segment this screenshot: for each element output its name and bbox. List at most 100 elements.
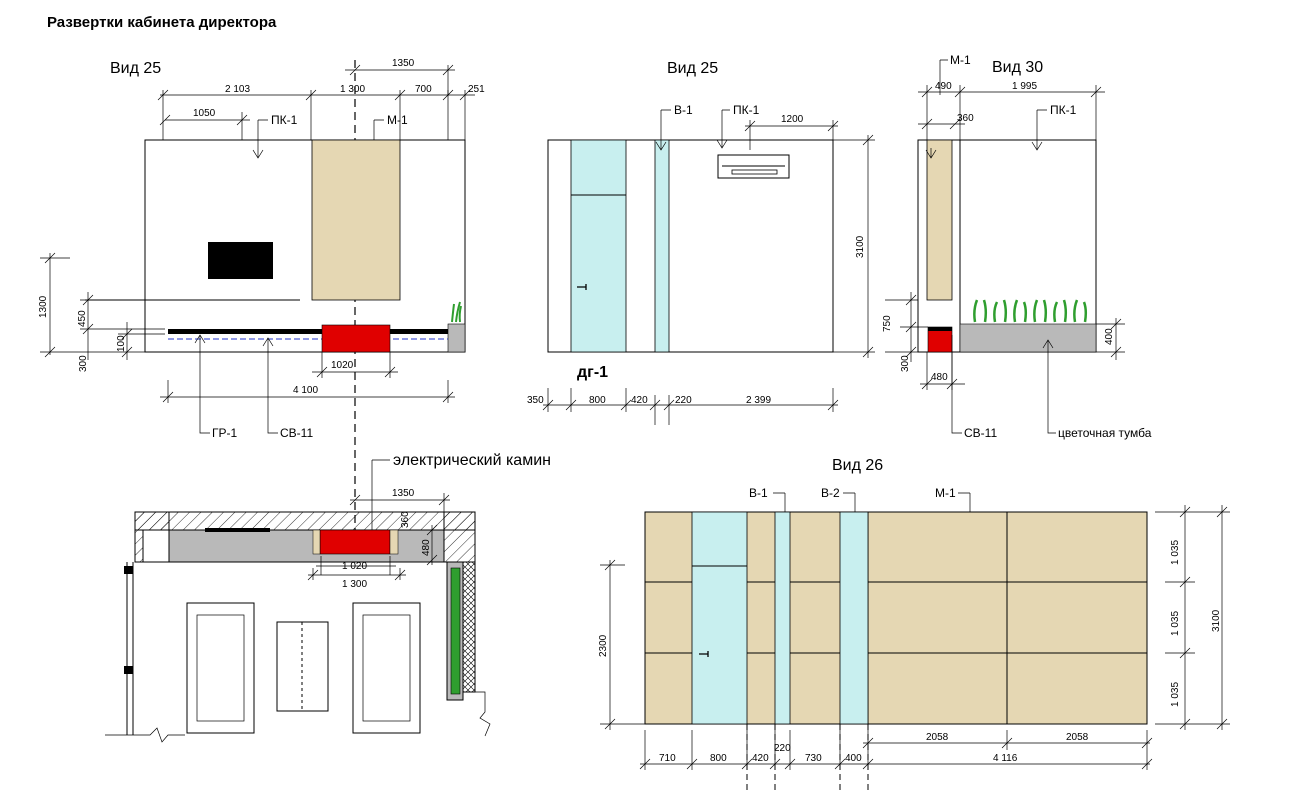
callout-sv11: СВ-11 bbox=[951, 335, 997, 440]
view-25-middle-label: Вид 25 bbox=[667, 60, 718, 77]
bottom-dimension: 480 bbox=[920, 352, 965, 390]
mirror-panel-m1 bbox=[311, 139, 401, 301]
svg-text:1 035: 1 035 bbox=[1170, 540, 1181, 565]
svg-text:СВ-11: СВ-11 bbox=[964, 426, 997, 440]
glass-insert-v1 bbox=[774, 511, 791, 725]
plant-icon bbox=[451, 301, 462, 323]
ac-vent bbox=[717, 154, 790, 179]
glass-insert-v2 bbox=[839, 511, 869, 725]
armchair-right bbox=[352, 602, 421, 734]
top-dimension-chain: 490 1 995 360 bbox=[918, 81, 1105, 140]
callout-planter: цветочная тумба bbox=[1042, 339, 1152, 440]
svg-text:2300: 2300 bbox=[598, 634, 609, 657]
svg-text:450: 450 bbox=[77, 310, 88, 327]
glass-insert-v1 bbox=[654, 139, 670, 353]
svg-text:В-1: В-1 bbox=[674, 103, 693, 117]
door-dg1 bbox=[570, 139, 627, 353]
floor-plan: электрический камин 1350 360 480 1 02 bbox=[105, 452, 551, 743]
svg-text:350: 350 bbox=[527, 395, 544, 406]
svg-text:электрический камин: электрический камин bbox=[393, 452, 551, 469]
door-glass bbox=[691, 511, 748, 725]
left-dimension: 2300 bbox=[598, 559, 645, 730]
svg-text:300: 300 bbox=[78, 355, 89, 372]
armchair-left bbox=[186, 602, 255, 734]
right-wall-cross bbox=[462, 561, 476, 693]
console-shelf bbox=[168, 329, 448, 334]
view-25-left: Вид 25 2 103 1 300 700 251 1350 1050 bbox=[38, 58, 485, 440]
svg-text:1020: 1020 bbox=[331, 360, 354, 371]
svg-text:ПК-1: ПК-1 bbox=[1050, 103, 1077, 117]
svg-text:ГР-1: ГР-1 bbox=[212, 426, 237, 440]
bottom-dimension-chain: 710 800 420 220 730 400 2058 2058 4 116 bbox=[639, 724, 1153, 790]
svg-text:420: 420 bbox=[631, 395, 648, 406]
plan-bottom-dimensions: 1 020 1 300 bbox=[307, 556, 406, 590]
svg-text:1350: 1350 bbox=[392, 488, 415, 499]
svg-text:710: 710 bbox=[659, 753, 676, 764]
mirror-panel-m1 bbox=[926, 139, 953, 301]
svg-text:1 035: 1 035 bbox=[1170, 611, 1181, 636]
dim-1300: 1 300 bbox=[340, 84, 365, 95]
view-26-label: Вид 26 bbox=[832, 457, 883, 474]
bottom-dimension-chain: 1020 4 100 bbox=[160, 352, 455, 403]
svg-text:800: 800 bbox=[710, 753, 727, 764]
svg-text:480: 480 bbox=[421, 539, 432, 556]
flower-planter bbox=[959, 323, 1097, 353]
svg-text:220: 220 bbox=[675, 395, 692, 406]
svg-text:ПК-1: ПК-1 bbox=[271, 113, 298, 127]
svg-text:100: 100 bbox=[116, 335, 127, 352]
dim-height-group: 3100 bbox=[833, 134, 875, 358]
callout-gr1: ГР-1 bbox=[194, 334, 237, 440]
wall-outline bbox=[547, 139, 834, 353]
svg-text:750: 750 bbox=[882, 315, 893, 332]
svg-text:220: 220 bbox=[774, 743, 791, 754]
svg-text:490: 490 bbox=[935, 81, 952, 92]
view-30-label: Вид 30 bbox=[992, 59, 1043, 76]
view-25-left-label: Вид 25 bbox=[110, 60, 161, 77]
callout-m1: М-1 bbox=[939, 53, 971, 95]
svg-text:2058: 2058 bbox=[926, 732, 949, 743]
planter-side bbox=[447, 323, 466, 353]
svg-text:3100: 3100 bbox=[1211, 609, 1222, 632]
callout-v1: В-1 bbox=[655, 103, 693, 151]
svg-text:1 020: 1 020 bbox=[342, 561, 367, 572]
right-dimension: 400 bbox=[1096, 318, 1125, 360]
svg-text:800: 800 bbox=[589, 395, 606, 406]
door-handle-icon bbox=[699, 651, 709, 657]
svg-text:1 035: 1 035 bbox=[1170, 682, 1181, 707]
dim-1200-group: 1200 bbox=[744, 114, 839, 150]
left-dimension-chain: 1300 450 100 300 bbox=[38, 252, 165, 372]
plants-icon bbox=[973, 299, 1088, 323]
fireplace-front bbox=[321, 324, 391, 353]
top-dimension-chain: 2 103 1 300 700 251 1350 1050 bbox=[157, 58, 485, 140]
svg-text:1 300: 1 300 bbox=[342, 579, 367, 590]
svg-text:730: 730 bbox=[805, 753, 822, 764]
door-label: дг-1 bbox=[577, 364, 608, 381]
svg-text:360: 360 bbox=[957, 113, 974, 124]
callout-pk1: ПК-1 bbox=[716, 103, 760, 149]
svg-text:М-1: М-1 bbox=[935, 486, 956, 500]
plan-side-dimension: 480 bbox=[421, 524, 438, 566]
svg-text:цветочная тумба: цветочная тумба bbox=[1058, 426, 1152, 440]
svg-text:М-1: М-1 bbox=[387, 113, 408, 127]
svg-text:420: 420 bbox=[752, 753, 769, 764]
svg-text:ПК-1: ПК-1 bbox=[733, 103, 760, 117]
view-26-bottom: Вид 26 В-1 В-2 М-1 bbox=[598, 457, 1230, 790]
callout-pk1: ПК-1 bbox=[1031, 103, 1077, 151]
tv-plan bbox=[205, 528, 270, 532]
console-plan bbox=[168, 529, 445, 563]
right-dimension-chain: 1 035 1 035 1 035 3100 bbox=[1155, 505, 1230, 730]
svg-text:1 995: 1 995 bbox=[1012, 81, 1037, 92]
fireplace-side bbox=[927, 326, 953, 353]
svg-text:2 399: 2 399 bbox=[746, 395, 771, 406]
svg-text:В-2: В-2 bbox=[821, 486, 840, 500]
svg-text:300: 300 bbox=[900, 355, 911, 372]
callout-pk1: ПК-1 bbox=[252, 113, 298, 159]
svg-text:М-1: М-1 bbox=[950, 53, 971, 67]
dim-700: 700 bbox=[415, 84, 432, 95]
svg-text:2058: 2058 bbox=[1066, 732, 1089, 743]
wall-top-hatched bbox=[134, 511, 476, 531]
svg-text:4 116: 4 116 bbox=[993, 753, 1018, 764]
dim-2103: 2 103 bbox=[225, 84, 250, 95]
svg-text:400: 400 bbox=[1104, 328, 1115, 345]
